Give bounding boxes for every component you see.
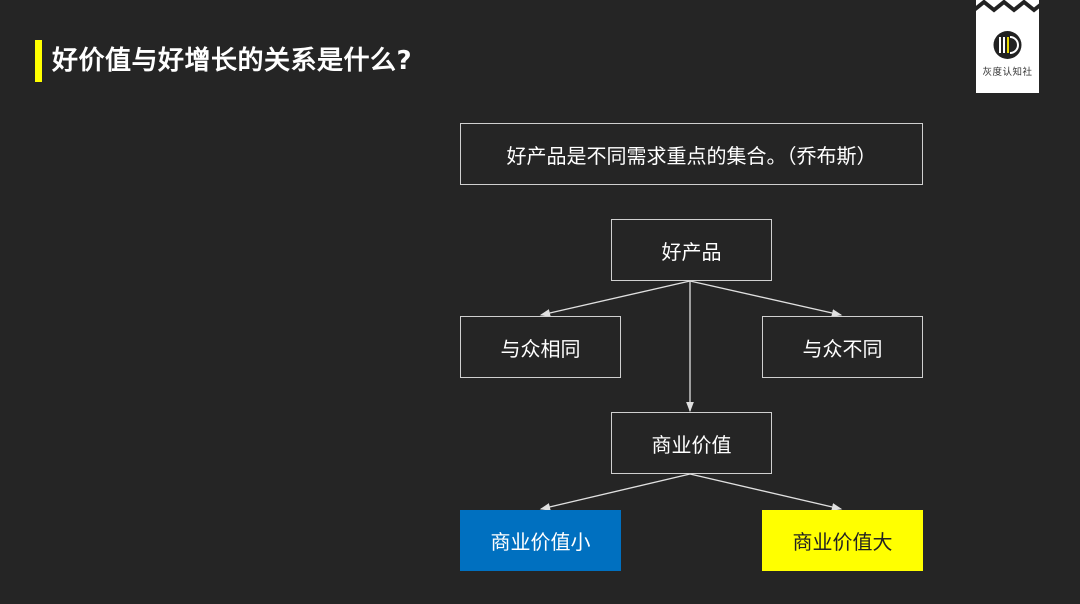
title-accent-bar	[35, 40, 42, 82]
logo-text: 灰度认知社	[982, 67, 1033, 78]
node-business-value: 商业价值	[611, 412, 772, 474]
node-low-business-value: 商业价值小	[460, 510, 621, 571]
node-different-from-others: 与众不同	[762, 316, 923, 378]
arrow-middle-to-low	[539, 473, 691, 511]
arrow-root-to-right	[689, 280, 843, 317]
node-same-as-others: 与众相同	[460, 316, 621, 378]
arrow-middle-to-high	[689, 473, 843, 511]
node-good-product: 好产品	[611, 219, 772, 281]
slide-title: 好价值与好增长的关系是什么?	[52, 46, 413, 76]
node-high-business-value: 商业价值大	[762, 510, 923, 571]
quote-box: 好产品是不同需求重点的集合。（乔布斯）	[460, 123, 923, 185]
brand-logo: 灰度认知社	[976, 0, 1039, 93]
logo-graphic-icon	[976, 0, 1039, 59]
arrow-root-to-left	[539, 280, 691, 317]
